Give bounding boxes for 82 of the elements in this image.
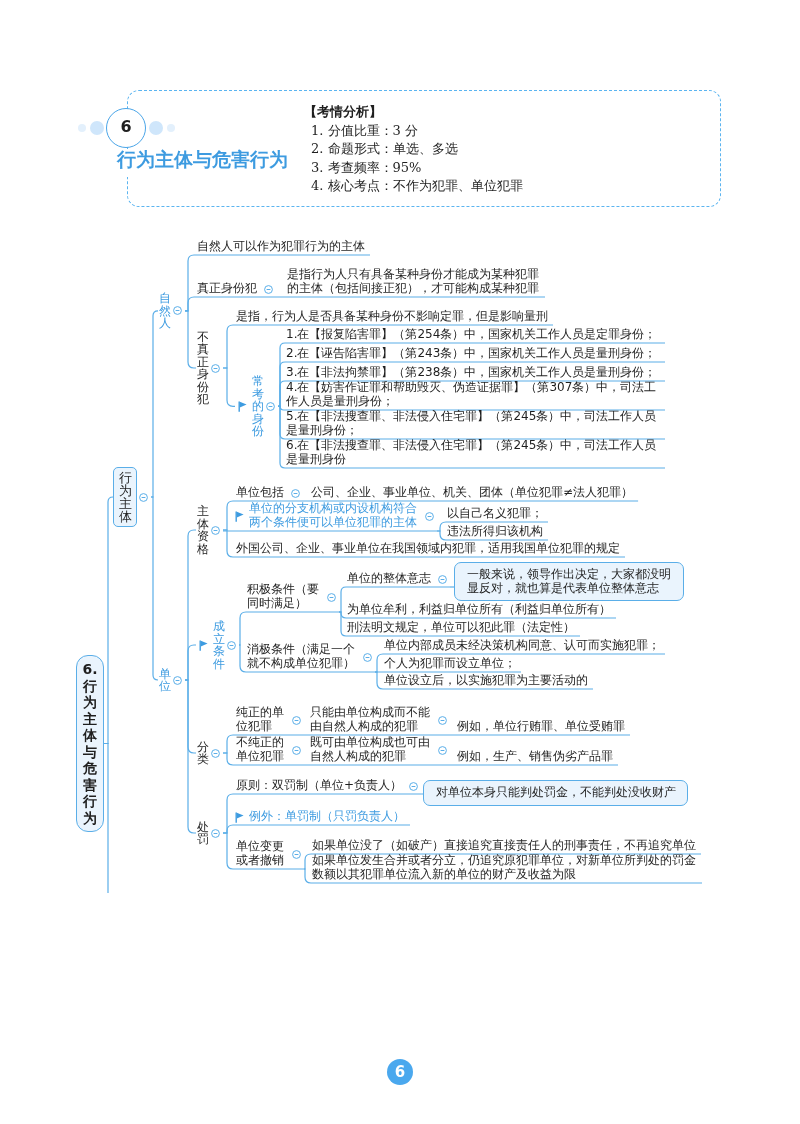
connector-line: [275, 296, 546, 298]
analysis-item: 3. 考查频率：95%: [311, 158, 422, 177]
topic-label: 4.在【妨害作证罪和帮助毁灭、伪造证据罪】（第307条）中，司法工作人员是量刑身份；: [285, 381, 665, 410]
topic-label: 如果单位没了（如破产）直接追究直接责任人的刑事责任，不再追究单位: [311, 838, 701, 854]
topic-label: 消极条件（满足一个就不构成单位犯罪）: [246, 643, 356, 672]
topic-label: 自然人可以作为犯罪行为的主体: [196, 239, 370, 255]
connector-line: [150, 310, 159, 498]
connector-line: [449, 764, 619, 766]
topic-label: 积极条件（要同时满足）: [246, 583, 320, 612]
connector-line: [374, 653, 666, 673]
connector-line: [449, 734, 631, 736]
topic-label: 真正身份犯: [196, 281, 258, 297]
number-circle: 6: [106, 108, 146, 148]
connector-line: [449, 586, 455, 588]
topic-label: 单位内部成员未经决策机构同意、认可而实施犯罪；: [383, 638, 665, 654]
topic-label: 如果单位发生合并或者分立，仍追究原犯罪单位，对新单位所判处的罚金数额以其犯罪单位流入新的单位的财产及收益为限: [311, 854, 702, 883]
connector-line: [184, 296, 277, 312]
connector-line: [222, 530, 438, 532]
topic-label: 例外：单罚制（只罚负责人）: [248, 809, 406, 825]
topic-label: 不真正身份犯: [196, 330, 209, 406]
topic-label: 单位变更或者撤销: [235, 840, 285, 869]
note-box: 一般来说，领导作出决定，大家都没明显反对，就也算是代表单位整体意志: [454, 562, 684, 601]
topic-label: 例如，单位行贿罪、单位受贿罪: [456, 719, 630, 735]
connector-line: [436, 530, 549, 541]
topic-label: 成立条件: [212, 620, 225, 670]
topic-label: 纯正的单位犯罪: [235, 706, 285, 735]
root-box: 6.行为主体与危害行为: [76, 655, 104, 832]
topic-label: 单位包括: [235, 485, 285, 501]
connector-line: [436, 521, 549, 532]
analysis-item: 2. 命题形式：单选、多选: [311, 140, 458, 159]
topic-label: 是指行为人只有具备某种身份才能成为某种犯罪的主体（包括间接正犯），才可能构成某种犯罪: [286, 268, 545, 297]
note-box: 对单位本身只能判处罚金，不能判处没收财产: [423, 780, 688, 806]
connector-line: [277, 405, 666, 469]
topic-label: 3.在【非法拘禁罪】（第238条）中，国家机关工作人员是量刑身份；: [285, 365, 665, 381]
connector-line: [303, 764, 451, 766]
topic-label: 单位设立后，以实施犯罪为主要活动的: [383, 673, 593, 689]
connector-line: [302, 500, 639, 502]
topic-label: 为单位牟利，利益归单位所有（利益归单位所有）: [346, 602, 616, 618]
topic-label: 2.在【诬告陷害罪】（第243条）中，国家机关工作人员是量刑身份；: [285, 346, 665, 362]
topic-label: 不纯正的单位犯罪: [235, 736, 285, 765]
connector-line: [150, 496, 159, 681]
topic-label: 个人为犯罪而设立单位；: [383, 656, 521, 672]
connector-line: [238, 611, 340, 646]
topic-label: 分类: [196, 740, 209, 766]
topic-box: 行为主体: [113, 467, 137, 527]
analysis-item: 4. 核心考点：不作为犯罪、单位犯罪: [311, 177, 523, 196]
topic-label: 外国公司、企业、事业单位在我国领域内犯罪，适用我国单位犯罪的规定: [235, 541, 625, 557]
topic-label: 6.在【非法搜查罪、非法侵入住宅罪】（第245条）中，司法工作人员是量刑身份: [285, 439, 665, 468]
connector-line: [238, 644, 376, 673]
topic-label: 只能由单位构成而不能由自然人构成的犯罪: [309, 706, 431, 735]
topic-label: 5.在【非法搜查罪、非法侵入住宅罪】（第245条）中，司法工作人员是量刑身份；: [285, 410, 665, 439]
topic-label: 单位的分支机构或内设机构符合两个条件便可以单位犯罪的主体: [248, 502, 418, 531]
topic-label: 单位: [158, 667, 171, 693]
topic-label: 单位的整体意志: [346, 571, 432, 587]
topic-label: 例如，生产、销售伪劣产品罪: [456, 749, 618, 765]
connector-line: [303, 868, 703, 884]
topic-label: 公司、企业、事业单位、机关、团体（单位犯罪≠法人犯罪）: [310, 485, 639, 501]
connector-line: [277, 380, 666, 407]
topic-label: 自然人: [158, 292, 171, 330]
topic-label: 原则：双罚制（单位+负责人）: [235, 778, 404, 794]
connector-line: [222, 832, 305, 870]
connector-line: [222, 529, 626, 558]
connector-line: [303, 853, 702, 870]
connector-line: [303, 734, 451, 736]
topic-label: 刑法明文规定，单位可以犯此罪（法定性）: [346, 620, 580, 636]
analysis-heading: 【考情分析】: [304, 103, 382, 121]
connector-line: [184, 644, 197, 681]
connector-line: [338, 611, 581, 637]
topic-label: 处罚: [196, 820, 209, 846]
connector-line: [420, 793, 424, 795]
topic-label: 以自己名义犯罪；: [446, 506, 548, 522]
analysis-item: 1. 分值比重：3 分: [311, 121, 418, 140]
connector-line: [374, 671, 594, 690]
topic-label: 1.在【报复陷害罪】（第254条）中，国家机关工作人员是定罪身份；: [285, 327, 665, 343]
connector-line: [222, 752, 305, 766]
topic-label: 常考的身份: [251, 375, 264, 438]
page-number-badge: 6: [387, 1059, 413, 1085]
topic-label: 主体资格: [196, 505, 209, 555]
topic-label: 违法所得归该机构: [446, 524, 548, 540]
connector-line: [338, 586, 451, 613]
topic-label: 是指，行为人是否具备某种身份不影响定罪，但是影响量刑: [235, 309, 553, 325]
topic-label: 既可由单位构成也可由自然人构成的犯罪: [309, 736, 431, 765]
